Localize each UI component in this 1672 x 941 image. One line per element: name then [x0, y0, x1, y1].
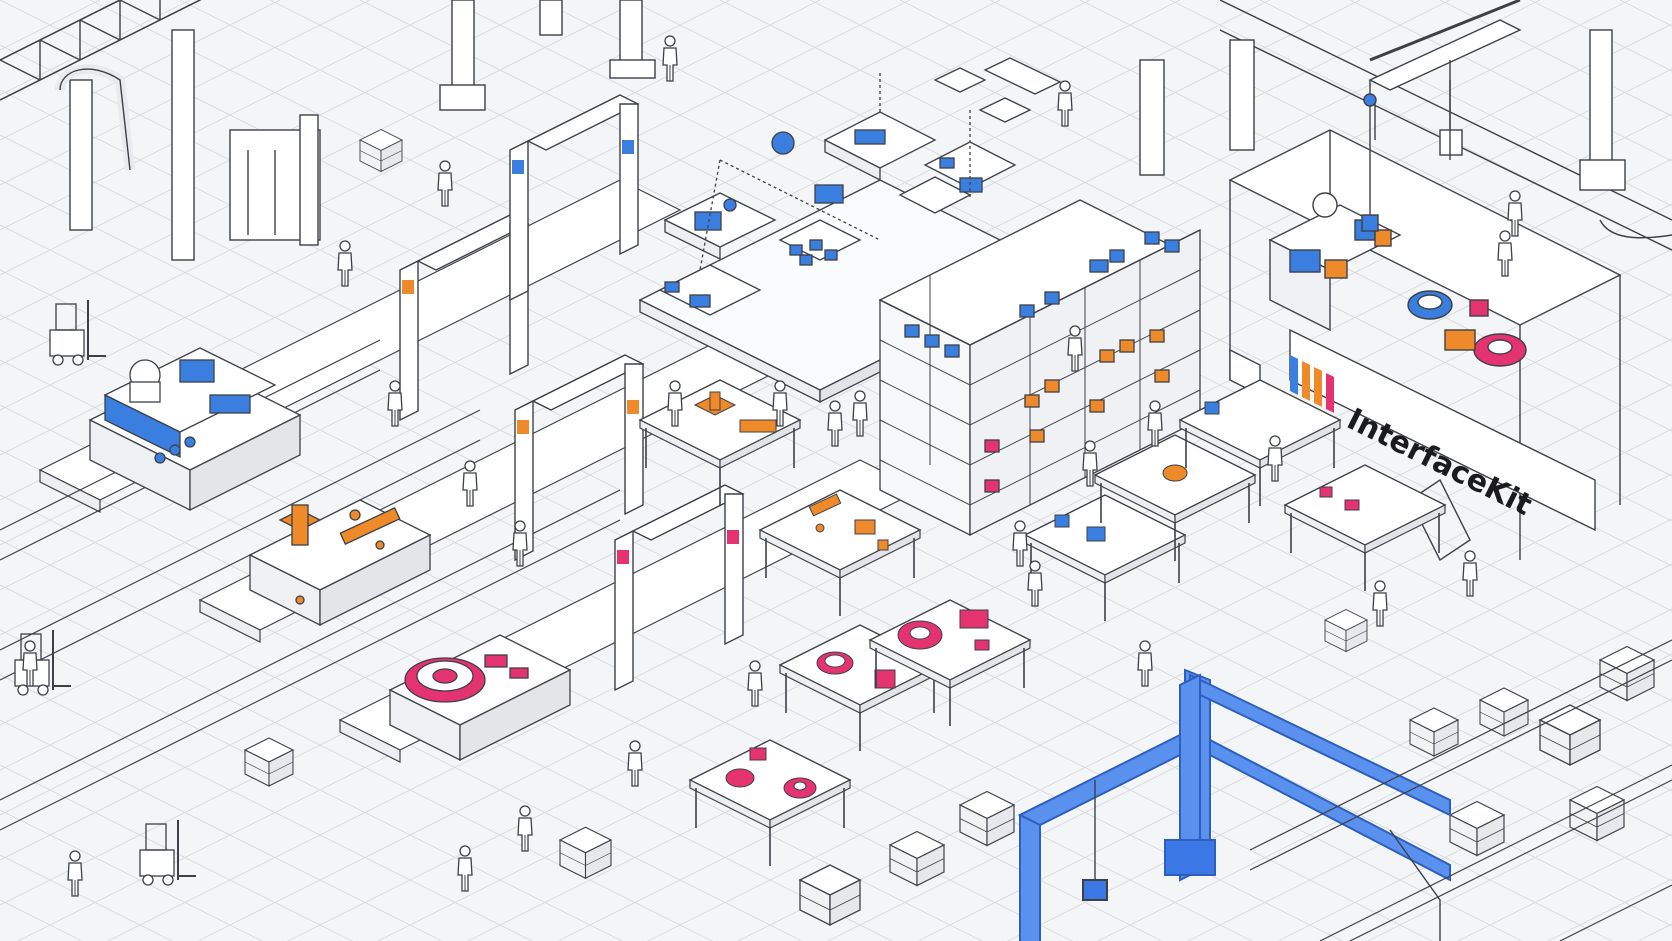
logo-bar: [1302, 361, 1310, 401]
grid-line: [0, 0, 821, 411]
workbench-tables: [639, 379, 1446, 867]
grid-line: [0, 629, 623, 941]
logo-bar: [1326, 372, 1334, 413]
logo-bar: [1314, 366, 1322, 407]
grid-line: [0, 0, 641, 321]
grid-line: [1187, 698, 1672, 941]
storage-rack: [878, 199, 1202, 537]
steel-truss-frame: [0, 0, 656, 261]
grid-line: [0, 674, 533, 941]
grid-line: [1169, 0, 1672, 252]
grid-line: [0, 0, 1541, 771]
assembly-machine-orange: [248, 499, 432, 627]
grid-line: [0, 719, 443, 941]
grid-line: [0, 0, 911, 456]
grid-line: [899, 0, 1672, 387]
grid-line: [0, 764, 353, 941]
grid-line: [0, 584, 713, 941]
right-frame-structure: [1139, 0, 1672, 251]
grid-line: [809, 0, 1672, 432]
grid-line: [917, 563, 1672, 941]
assembly-machine-blue: [88, 347, 302, 512]
assembly-machine-pink: [388, 634, 572, 762]
grid-line: [737, 473, 1672, 941]
grid-line: [1079, 0, 1672, 297]
grid-line: [0, 0, 461, 231]
grid-line: [0, 539, 803, 941]
brand-logo-icon: [1290, 354, 1334, 413]
grid-line: [827, 518, 1672, 941]
grid-line: [1097, 653, 1672, 941]
grid-line: [1259, 0, 1672, 207]
grid-line: [0, 0, 371, 186]
grid-line: [0, 494, 893, 941]
logo-bar: [1290, 354, 1298, 395]
grid-line: [1349, 0, 1672, 162]
scanner-arches: [399, 94, 744, 691]
grid-line: [1277, 743, 1672, 941]
grid-line: [0, 0, 731, 366]
bottom-rails: [1249, 639, 1672, 941]
grid-line: [1367, 788, 1672, 941]
grid-line: [377, 293, 1672, 941]
